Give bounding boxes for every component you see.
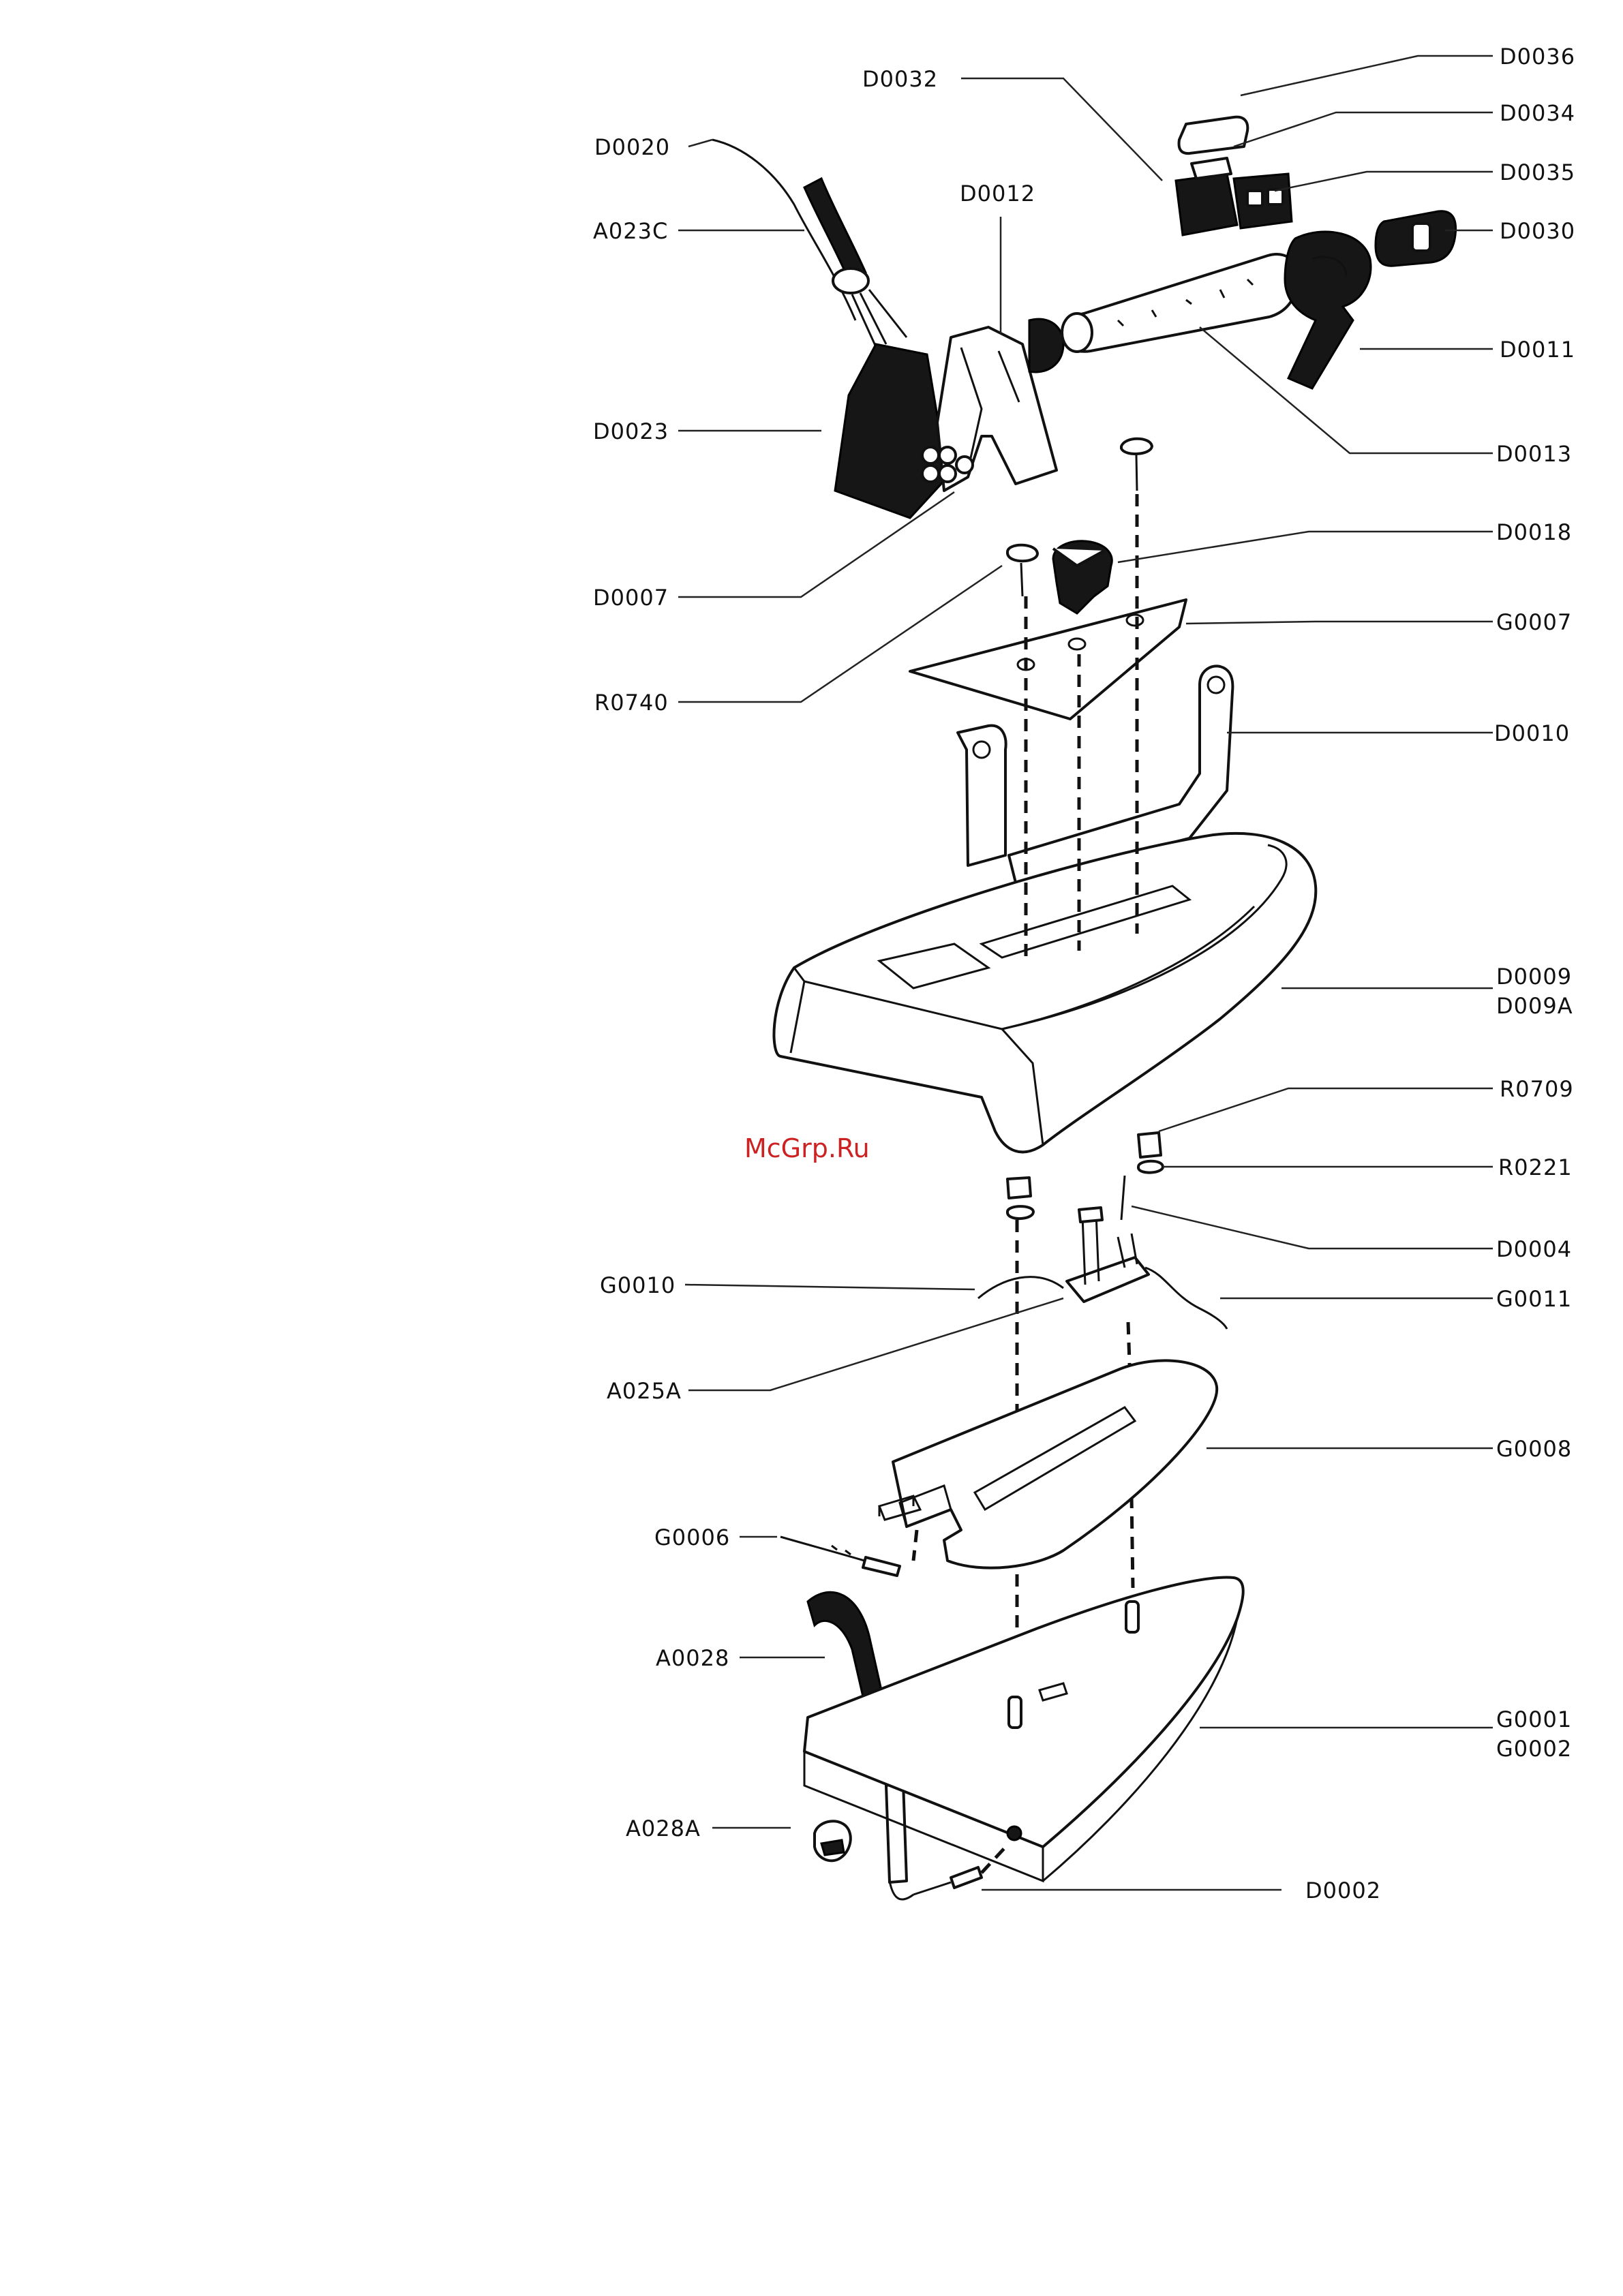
label-G0001: G0001 (1496, 1706, 1572, 1732)
label-A023C: A023C (593, 218, 668, 244)
front-handle-piece (1285, 232, 1371, 388)
watermark-text: McGrp.Ru (744, 1133, 870, 1163)
label-D0011: D0011 (1500, 337, 1575, 363)
label-D0020: D0020 (594, 134, 670, 160)
label-R0709: R0709 (1500, 1076, 1574, 1102)
terminal-screw (913, 1843, 1009, 1895)
label-A025A: A025A (607, 1378, 682, 1404)
power-cord (712, 140, 907, 354)
label-A0028: A0028 (656, 1645, 729, 1671)
element-clip (815, 1821, 851, 1861)
handle-grip (1062, 254, 1299, 352)
label-G0011: G0011 (1496, 1286, 1572, 1312)
label-A028A: A028A (626, 1816, 701, 1841)
label-D0035: D0035 (1500, 159, 1575, 185)
soleplate (804, 1578, 1243, 1881)
label-D0010: D0010 (1494, 720, 1570, 746)
label-G0006: G0006 (654, 1525, 730, 1550)
label-D0002: D0002 (1305, 1878, 1381, 1903)
label-R0740: R0740 (594, 690, 669, 716)
label-D0013: D0013 (1496, 441, 1572, 467)
label-D0009: D0009 (1496, 964, 1572, 990)
label-D0018: D0018 (1496, 519, 1572, 545)
wire-terminal (780, 1537, 900, 1576)
label-D0012: D0012 (960, 181, 1035, 206)
label-D0004: D0004 (1496, 1236, 1572, 1262)
label-G0007: G0007 (1496, 609, 1572, 635)
label-R0221: R0221 (1498, 1154, 1573, 1180)
label-G0002: G0002 (1496, 1736, 1572, 1762)
label-D0032: D0032 (862, 66, 938, 92)
label-D0036: D0036 (1500, 44, 1575, 70)
label-G0010: G0010 (600, 1272, 676, 1298)
iron-housing (774, 833, 1316, 1152)
label-D0034: D0034 (1500, 100, 1575, 126)
label-D0030: D0030 (1500, 218, 1575, 244)
gasket-plate (910, 600, 1186, 719)
label-D0007: D0007 (593, 585, 669, 611)
heating-element-plate (879, 1360, 1217, 1567)
label-D0023: D0023 (593, 418, 669, 444)
rear-cover-assembly (835, 319, 1063, 518)
label-G0008: G0008 (1496, 1436, 1572, 1462)
label-D009A: D009A (1496, 993, 1573, 1019)
